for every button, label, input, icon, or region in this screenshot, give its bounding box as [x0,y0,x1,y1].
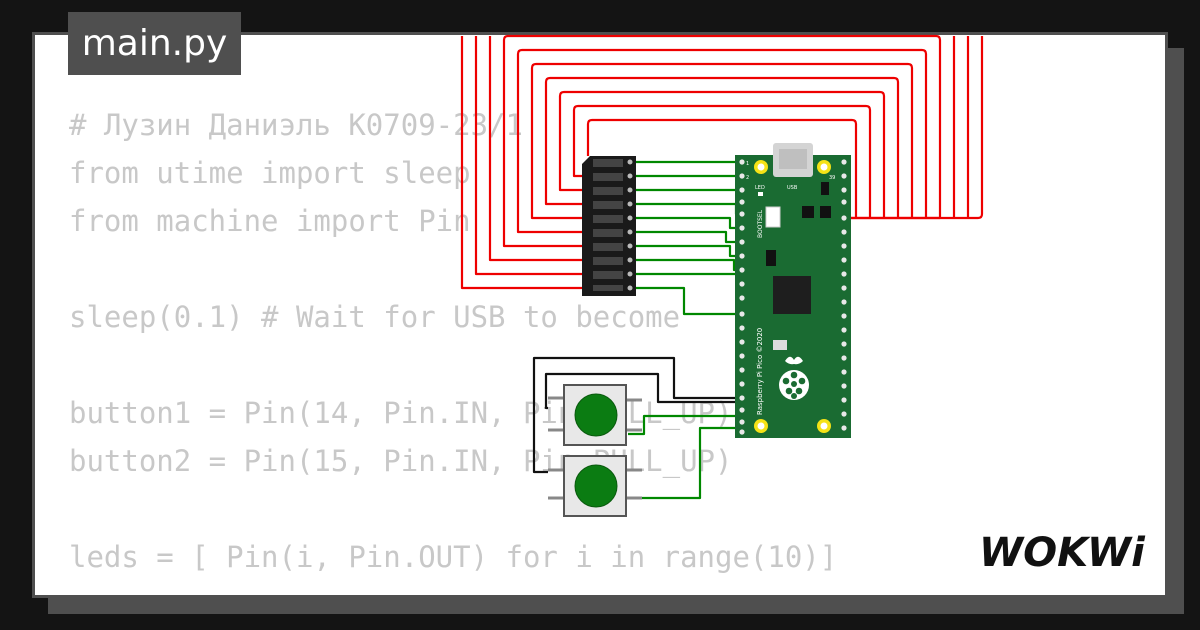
wokwi-logo: WOKWi [979,530,1146,576]
code-line-2: from utime import sleep [69,156,471,190]
svg-text:WOKWi: WOKWi [979,530,1146,576]
svg-text:39: 39 [829,175,835,181]
code-line-7: button1 = Pin(14, Pin.IN, Pin.PULL_UP) [69,396,733,430]
svg-text:1: 1 [746,161,749,167]
code-line-1: # Лузин Даниэль К0709-23/1 [69,108,523,142]
green-wires [628,160,742,500]
code-line-10: leds = [ Pin(i, Pin.OUT) for i in range(… [69,540,838,574]
led-bar-graph [582,156,636,296]
black-wires [532,356,742,474]
push-button-2[interactable] [548,455,642,517]
code-line-8: button2 = Pin(15, Pin.IN, Pin.PULL_UP) [69,444,733,478]
raspberry-pi-pico: 1 2 39 LED USB BOOTSEL Raspberry Pi Pico… [735,143,851,438]
file-tab[interactable]: main.py [68,12,241,75]
code-line-5: sleep(0.1) # Wait for USB to become [69,300,681,334]
push-button-1[interactable] [548,384,642,446]
svg-text:USB: USB [787,185,798,191]
red-wires [460,34,984,290]
svg-text:2: 2 [746,175,749,181]
raspberry-logo-icon [779,356,809,400]
preview-card: # Лузин Даниэль К0709-23/1 from utime im… [32,32,1168,598]
svg-text:LED: LED [755,185,765,191]
svg-text:BOOTSEL: BOOTSEL [757,209,764,238]
svg-text:Raspberry Pi Pico ©2020: Raspberry Pi Pico ©2020 [756,328,764,415]
